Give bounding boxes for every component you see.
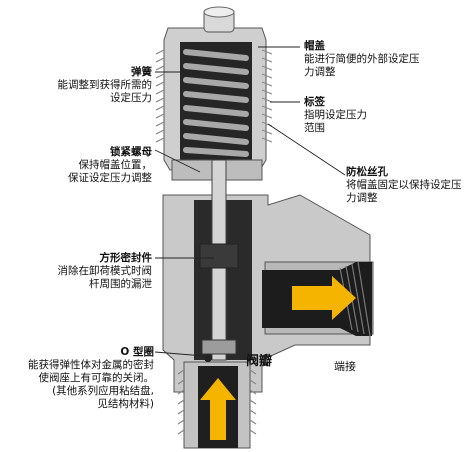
locknut-line-1: 保持帽盖位置，: [78, 159, 153, 171]
label-oring: O 型圈 能获得弹性体对金属的密封 使阀座上有可靠的关闭。 (其他系列应用粘结盘…: [28, 346, 154, 411]
seal-line-2: 杆周围的漏泄: [89, 278, 152, 290]
tag-line-1: 指明设定压力: [304, 109, 367, 121]
cap-line-2: 力调整: [304, 66, 336, 78]
spring-line-1: 能调整到获得所需的: [57, 79, 153, 91]
lockhole-title: 防松丝孔: [346, 166, 388, 178]
spring-title: 弹簧: [131, 66, 152, 78]
cap-line-1: 能进行简便的外部设定压: [304, 53, 420, 65]
o-ring-marker: [204, 354, 212, 362]
label-valve-disc: 阀瓣: [246, 354, 273, 369]
cap-title: 帽盖: [304, 40, 325, 52]
inlet-flow-arrow: [200, 378, 236, 440]
spring-line-2: 设定压力: [110, 92, 152, 104]
tag-line-2: 范围: [304, 122, 325, 134]
locknut-title: 锁紧螺母: [110, 146, 152, 158]
locknut-line-2: 保证设定压力调整: [68, 172, 152, 184]
valve-disc: [201, 339, 237, 355]
seal-title: 方形密封件: [99, 252, 153, 264]
lockhole-line-2: 力调整: [346, 192, 378, 204]
label-cap: 帽盖 能进行简便的外部设定压 力调整: [304, 40, 420, 79]
lockhole-line-1: 将帽盖固定以保持设定压: [346, 179, 462, 191]
square-seal: [199, 243, 239, 269]
label-tag: 标签 指明设定压力 范围: [304, 96, 367, 135]
outlet-flow-arrow: [292, 276, 356, 320]
label-lockhole: 防松丝孔 将帽盖固定以保持设定压 力调整: [346, 166, 462, 205]
label-spring: 弹簧 能调整到获得所需的 设定压力: [58, 66, 153, 105]
label-locknut: 锁紧螺母 保持帽盖位置， 保证设定压力调整: [68, 146, 152, 185]
label-seal: 方形密封件 消除在卸荷模式时阀 杆周围的漏泄: [58, 252, 153, 291]
oring-line-1: 能获得弹性体对金属的密封: [28, 359, 154, 371]
seal-line-1: 消除在卸荷模式时阀: [57, 265, 153, 277]
spring-coils: [183, 49, 249, 157]
oring-line-4: 见结构材料): [97, 398, 154, 410]
tag-title: 标签: [304, 96, 325, 108]
oring-title: O 型圈: [120, 346, 154, 358]
oring-line-3: (其他系列应用粘结盘,: [52, 385, 154, 397]
oring-line-2: 使阀座上有可靠的关闭。: [38, 372, 155, 384]
label-port: 端接: [334, 360, 356, 373]
